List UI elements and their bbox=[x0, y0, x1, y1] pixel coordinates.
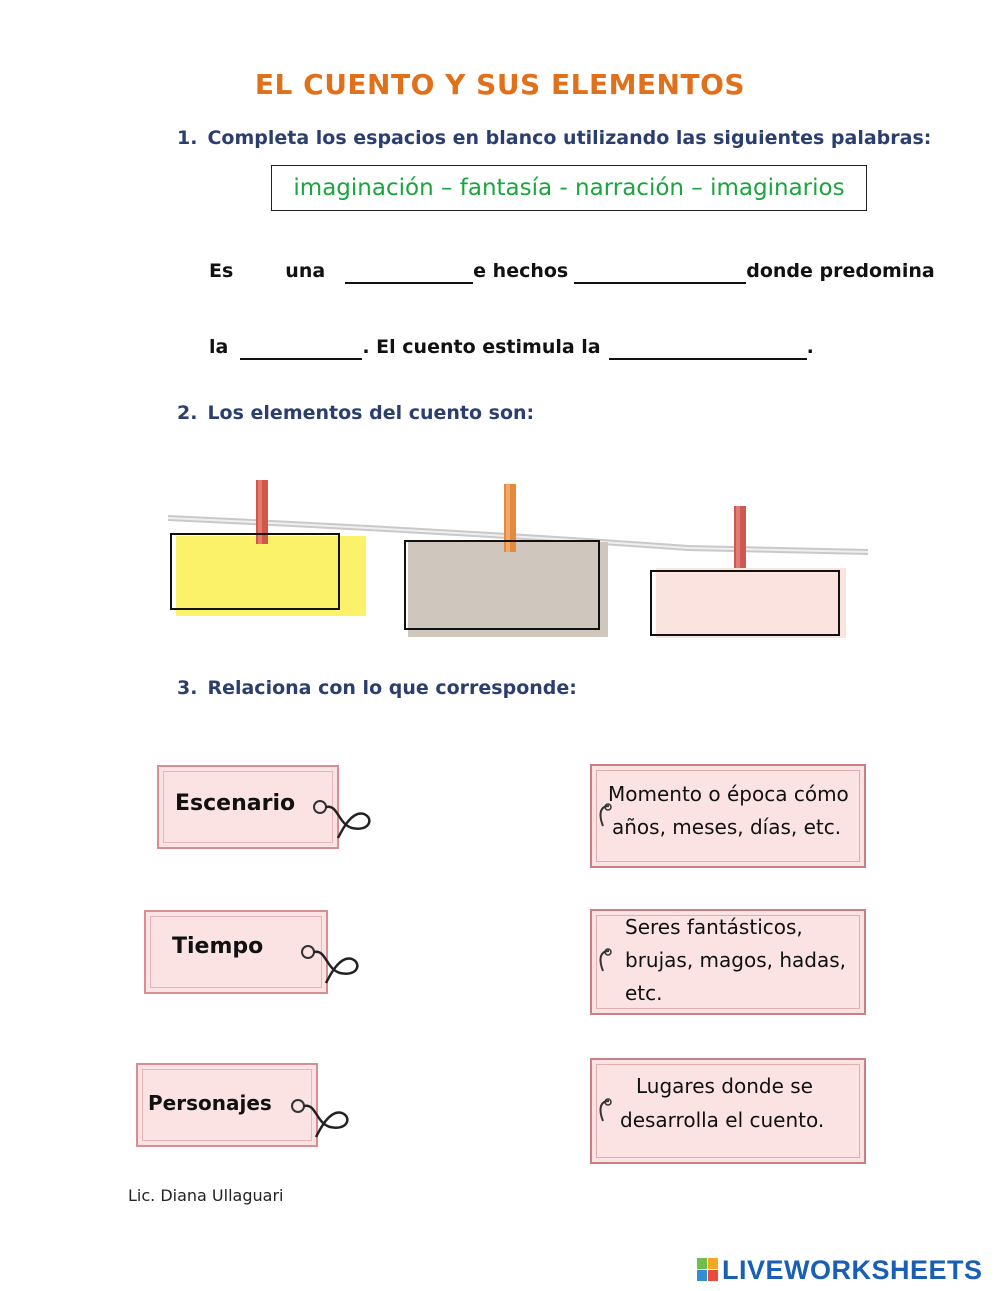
question-1: 1. Completa los espacios en blanco utiliz… bbox=[177, 127, 931, 149]
pink-paper bbox=[656, 568, 846, 638]
gray-paper bbox=[408, 542, 608, 637]
sentence-line-2: la . El cuento estimula la. bbox=[209, 336, 814, 360]
definition-line: desarrolla el cuento. bbox=[620, 1108, 825, 1132]
element-answer-box-1[interactable] bbox=[170, 533, 340, 610]
string-loop-icon bbox=[301, 945, 359, 984]
question-3-number: 3. bbox=[177, 677, 198, 699]
definition-box-tiempo[interactable]: Momento o época cómo años, meses, días, … bbox=[590, 764, 866, 868]
definition-line: etc. bbox=[625, 981, 663, 1005]
element-answer-box-2[interactable] bbox=[404, 540, 600, 630]
definition-line: años, meses, días, etc. bbox=[612, 815, 842, 839]
definition-line: Momento o época cómo bbox=[608, 782, 849, 806]
sentence-line-1: Es una e hechos donde predomina bbox=[209, 260, 935, 284]
string-hook-icon bbox=[599, 948, 612, 972]
blank-input-3[interactable] bbox=[240, 339, 363, 360]
definition-box-personajes[interactable]: Seres fantásticos, brujas, magos, hadas,… bbox=[590, 909, 866, 1015]
question-3: 3. Relaciona con lo que corresponde: bbox=[177, 677, 577, 699]
clothespin-icon bbox=[256, 480, 268, 544]
question-2-text: Los elementos del cuento son: bbox=[207, 402, 535, 424]
term-tag-tiempo[interactable]: Tiempo bbox=[144, 910, 328, 994]
question-2-number: 2. bbox=[177, 402, 198, 424]
string-loop-icon bbox=[313, 800, 371, 839]
term-label: Tiempo bbox=[172, 934, 264, 959]
sentence-word-la: la bbox=[209, 336, 229, 358]
term-tag-escenario[interactable]: Escenario bbox=[157, 765, 339, 849]
brand-wordmark[interactable]: LIVEWORKSHEETS bbox=[722, 1255, 983, 1285]
blank-input-4[interactable] bbox=[608, 339, 807, 360]
definition-line: Seres fantásticos, bbox=[625, 915, 803, 939]
liveworksheets-logo-icon bbox=[697, 1258, 718, 1281]
question-3-text: Relaciona con lo que corresponde: bbox=[207, 677, 577, 699]
string-loop-icon bbox=[291, 1099, 349, 1138]
yellow-paper bbox=[176, 536, 366, 616]
question-1-text: Completa los espacios en blanco utilizan… bbox=[207, 127, 932, 149]
sentence-fragment-predomina: donde predomina bbox=[746, 260, 935, 282]
sentence-word-una: una bbox=[285, 260, 326, 282]
blank-input-2[interactable] bbox=[574, 263, 747, 284]
blank-input-1[interactable] bbox=[345, 263, 474, 284]
clothespin-icon bbox=[734, 506, 746, 568]
sentence-fragment-hechos: e hechos bbox=[473, 260, 569, 282]
string-hook-icon bbox=[599, 803, 612, 827]
sentence-fragment-estimula: . El cuento estimula la bbox=[362, 336, 601, 358]
definition-line: brujas, magos, hadas, bbox=[625, 948, 847, 972]
clothespin-icon bbox=[504, 484, 516, 552]
string-hook-icon bbox=[599, 1098, 612, 1122]
term-label: Escenario bbox=[175, 791, 296, 816]
sentence-word-es: Es bbox=[209, 260, 234, 282]
question-2: 2. Los elementos del cuento son: bbox=[177, 402, 534, 424]
sentence-period: . bbox=[806, 336, 814, 358]
clothesline-illustration bbox=[168, 480, 868, 638]
term-tag-personajes[interactable]: Personajes bbox=[136, 1063, 318, 1147]
word-bank: imaginación – fantasía - narración – ima… bbox=[271, 165, 867, 211]
question-1-number: 1. bbox=[177, 127, 198, 149]
author-credit: Lic. Diana Ullaguari bbox=[128, 1186, 284, 1205]
term-label: Personajes bbox=[148, 1091, 272, 1115]
definition-line: Lugares donde se bbox=[636, 1074, 813, 1098]
element-answer-box-3[interactable] bbox=[650, 570, 840, 636]
definition-box-escenario[interactable]: Lugares donde se desarrolla el cuento. bbox=[590, 1058, 866, 1164]
page-title: EL CUENTO Y SUS ELEMENTOS bbox=[254, 68, 746, 101]
